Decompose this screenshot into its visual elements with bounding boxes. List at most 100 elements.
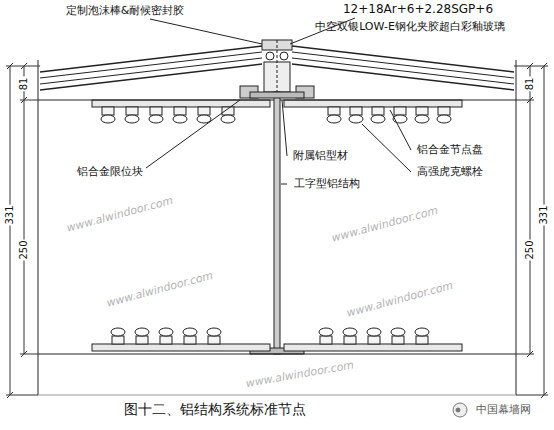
- drawing-stroke: [40, 52, 262, 78]
- drawing-stroke: [160, 336, 172, 344]
- glass-spec: 中空双银LOW-E钢化夹胶超白彩釉玻璃: [315, 21, 505, 34]
- callout-label: 高强虎克螺栓: [417, 166, 483, 179]
- drawing-stroke: [328, 107, 340, 115]
- drawing-stroke: [437, 115, 451, 123]
- drawing-stroke: [392, 336, 404, 344]
- leader-lines: [146, 18, 411, 184]
- drawing-stroke: [221, 115, 235, 123]
- drawing-stroke: [10, 66, 11, 395]
- watermark: www.alwindoor.com: [330, 205, 439, 246]
- drawing-stroke: [173, 115, 187, 123]
- drawing-stroke: [250, 92, 304, 98]
- watermark: 中国幕墙网: [476, 404, 531, 417]
- drawing-stroke: [280, 52, 288, 60]
- drawing-stroke: [21, 63, 27, 69]
- drawing-stroke: [516, 100, 534, 101]
- callout-label: 铝合金节点盘: [417, 144, 483, 157]
- drawing-stroke: [21, 351, 27, 357]
- drawing-stroke: [125, 115, 139, 123]
- drawing-stroke: [394, 107, 406, 115]
- callout-label: 铝合金限位块: [77, 166, 143, 179]
- drawing-stroke: [372, 107, 384, 115]
- drawing-stroke: [350, 107, 362, 115]
- drawing-stroke: [541, 63, 547, 69]
- drawing-stroke: [516, 354, 534, 355]
- drawing-stroke: [20, 354, 38, 355]
- drawing-stroke: [146, 100, 240, 168]
- dimension: 81: [18, 77, 30, 92]
- drawing-stroke: [530, 66, 531, 354]
- drawing-stroke: [284, 100, 462, 107]
- drawing-stroke: [390, 110, 411, 150]
- drawing-stroke: [292, 64, 514, 90]
- drawing-stroke: [367, 328, 381, 336]
- dimension: 250: [524, 239, 536, 260]
- drawing-stroke: [292, 52, 514, 78]
- drawing-stroke: [207, 328, 221, 336]
- drawing-stroke: [415, 328, 429, 336]
- drawing-stroke: [101, 115, 115, 123]
- drawing-stroke: [111, 328, 125, 336]
- drawing-stroke: [362, 124, 411, 172]
- callout-label: 定制泡沫棒&耐候密封胶: [66, 5, 185, 18]
- drawing-stroke: [135, 328, 149, 336]
- drawing-stroke: [368, 336, 380, 344]
- drawing-stroke: [40, 58, 262, 84]
- watermark: www.alwindoor.com: [345, 280, 454, 321]
- drawing-stroke: [319, 328, 333, 336]
- drawing-stroke: [38, 395, 516, 396]
- site-icon: [453, 403, 467, 417]
- drawing-stroke: [343, 328, 357, 336]
- drawing-stroke: [159, 328, 173, 336]
- drawing-stroke: [102, 107, 114, 115]
- dimension: 81: [524, 77, 536, 92]
- drawing-stroke: [126, 107, 138, 115]
- drawing-stroke: [416, 107, 428, 115]
- glass-spec: 12+18Ar+6+2.28SGP+6: [343, 3, 493, 17]
- bolt-row: [101, 107, 451, 344]
- drawing-stroke: [415, 115, 429, 123]
- drawing-stroke: [150, 19, 262, 44]
- drawing-stroke: [371, 115, 385, 123]
- drawing-stroke: [456, 408, 460, 412]
- drawing-stroke: [112, 336, 124, 344]
- drawing-stroke: [344, 336, 356, 344]
- drawing-stroke: [184, 336, 196, 344]
- drawing-stroke: [292, 58, 514, 84]
- drawing-stroke: [198, 107, 210, 115]
- drawing-stroke: [327, 115, 341, 123]
- watermark: www.alwindoor.com: [245, 359, 355, 390]
- watermark: www.alwindoor.com: [105, 270, 214, 311]
- callout-label: 工字型铝结构: [294, 178, 360, 191]
- drawing-stroke: [174, 107, 186, 115]
- drawing-stroke: [149, 115, 163, 123]
- drawing-stroke: [349, 115, 363, 123]
- dimension: 331: [4, 204, 16, 225]
- drawing-stroke: [38, 354, 516, 355]
- drawing-stroke: [20, 100, 38, 101]
- drawing-stroke: [21, 97, 27, 103]
- drawing-stroke: [277, 40, 278, 95]
- drawing-stroke: [544, 66, 545, 395]
- drawing-stroke: [38, 60, 39, 395]
- drawing-stroke: [416, 336, 428, 344]
- dimension-lines: [6, 63, 548, 398]
- dimension: 250: [18, 239, 30, 260]
- drawing-stroke: [541, 392, 547, 398]
- drawing-stroke: [320, 336, 332, 344]
- drawing-stroke: [527, 97, 533, 103]
- drawing-stroke: [527, 63, 533, 69]
- drawing-stroke: [7, 392, 13, 398]
- drawing-stroke: [183, 328, 197, 336]
- drawing-stroke: [284, 344, 462, 351]
- drawing-stroke: [92, 344, 270, 351]
- callout-label: 附属铝型材: [293, 150, 348, 163]
- drawing-stroke: [150, 107, 162, 115]
- drawing-stroke: [516, 60, 517, 395]
- figure-caption: 图十二、铝结构系统标准节点: [124, 401, 306, 417]
- drawing-stroke: [266, 52, 274, 60]
- drawing-stroke: [391, 328, 405, 336]
- drawing-stroke: [282, 100, 287, 156]
- drawing-stroke: [438, 107, 450, 115]
